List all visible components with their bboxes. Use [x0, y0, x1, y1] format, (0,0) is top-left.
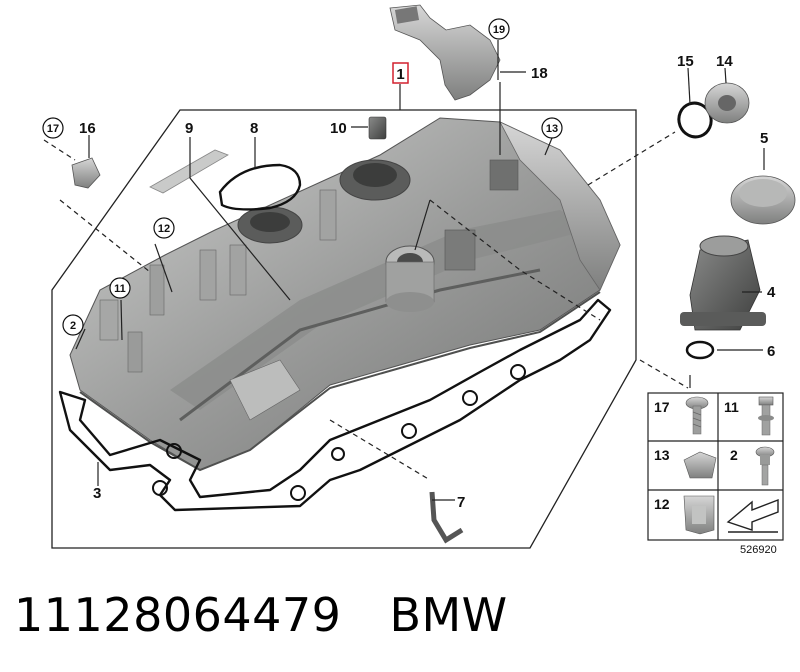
legend-11-label: 11 — [724, 399, 739, 415]
callout-4: 4 — [767, 284, 776, 301]
svg-text:19: 19 — [493, 24, 505, 36]
callout-15: 15 — [677, 53, 694, 70]
svg-text:11: 11 — [114, 283, 126, 295]
callout-14: 14 — [716, 53, 733, 70]
part-caption: 11128064479 BMW — [14, 588, 556, 642]
image-code: 526920 — [740, 544, 777, 556]
callout-6: 6 — [767, 343, 775, 360]
assembly-frame — [51, 109, 637, 549]
callout-11: 11 — [109, 277, 131, 299]
svg-text:13: 13 — [546, 123, 558, 135]
sensor-bracket[interactable] — [389, 4, 501, 101]
callout-13: 13 — [541, 117, 563, 139]
foam-strip[interactable] — [149, 149, 229, 194]
callout-7: 7 — [457, 494, 465, 511]
brand-name: BMW — [389, 588, 508, 642]
stud-bolt-icon — [755, 446, 775, 486]
svg-text:1: 1 — [396, 66, 404, 83]
callout-9: 9 — [185, 120, 193, 137]
oil-filler-cap[interactable] — [730, 175, 796, 225]
legend-17-label: 17 — [654, 399, 670, 415]
legend-13-label: 13 — [654, 447, 670, 463]
callout-12: 12 — [153, 217, 175, 239]
legend-2-label: 2 — [730, 447, 738, 463]
callout-2: 2 — [62, 314, 84, 336]
gasket-set[interactable] — [58, 298, 612, 512]
callout-8: 8 — [250, 120, 258, 137]
svg-text:17: 17 — [47, 123, 59, 135]
cable-clip[interactable] — [368, 116, 387, 140]
callout-3: 3 — [93, 485, 101, 502]
part-number: 11128064479 — [14, 588, 342, 642]
callout-17: 17 — [42, 117, 64, 139]
callout-5: 5 — [760, 130, 768, 147]
fastener-legend: 17 11 13 2 12 — [647, 392, 784, 541]
legend-12-label: 12 — [654, 496, 670, 512]
callout-18: 18 — [531, 65, 548, 82]
retaining-clip[interactable] — [71, 157, 101, 189]
callout-19: 19 — [488, 18, 510, 40]
bracket-clip-icon — [683, 495, 715, 535]
callout-10: 10 — [330, 120, 347, 137]
arrow-icon — [726, 498, 779, 533]
main-part-label[interactable]: 1 — [392, 62, 409, 110]
o-ring-6[interactable] — [685, 340, 715, 360]
cylinder-head-cover[interactable] — [69, 117, 621, 472]
oil-pipe[interactable] — [429, 491, 464, 544]
filler-neck[interactable] — [680, 235, 766, 331]
pressure-valve[interactable] — [704, 82, 750, 124]
bolt-icon — [758, 396, 774, 436]
svg-text:2: 2 — [70, 320, 76, 332]
screw-icon — [685, 396, 709, 435]
svg-text:12: 12 — [158, 223, 170, 235]
callout-16: 16 — [79, 120, 96, 137]
clip-icon — [683, 451, 717, 479]
